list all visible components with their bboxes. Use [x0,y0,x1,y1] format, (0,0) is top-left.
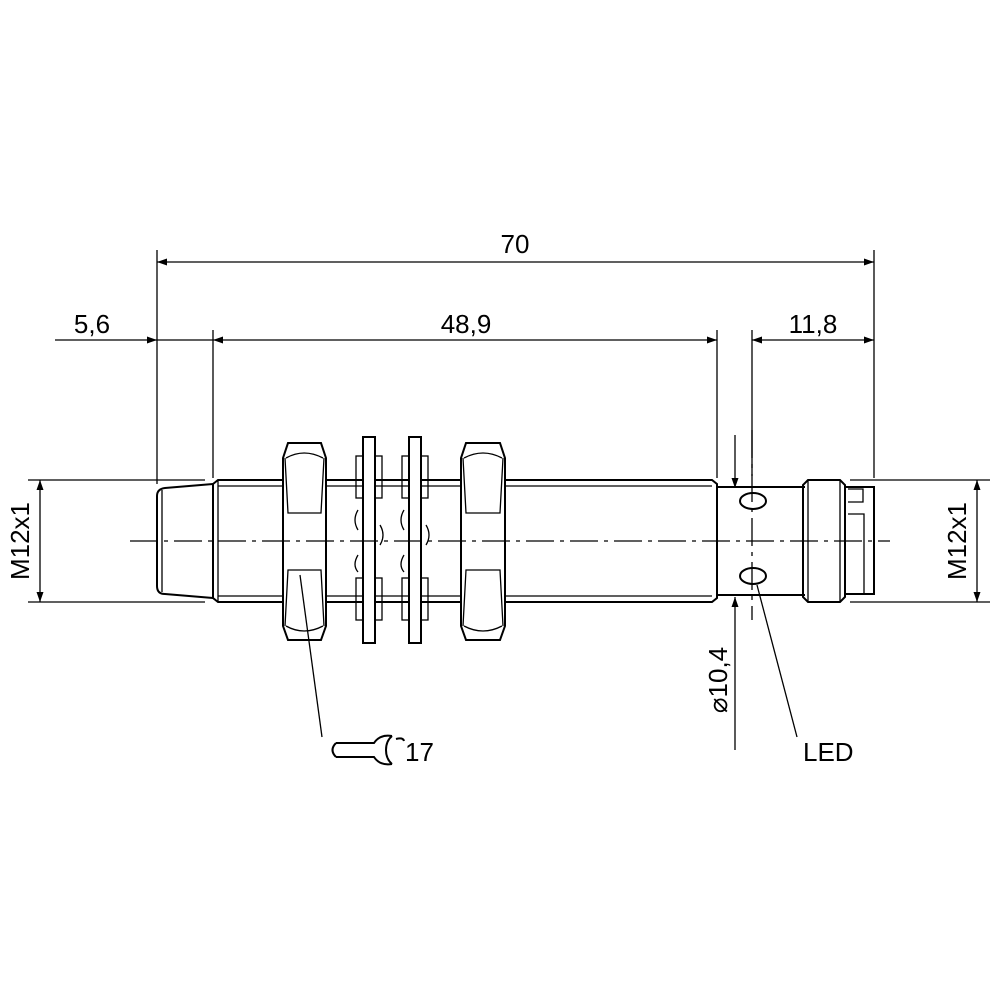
nut-left [282,442,327,641]
dimension-11-8-label: 11,8 [789,309,838,339]
led-leader [756,584,798,738]
dimension-70-label: 70 [501,229,530,259]
dimension-48-9: 48,9 [213,309,717,344]
dimension-5-6: 5,6 [55,309,213,344]
diameter-label: ⌀10,4 [703,647,733,713]
wrench-leader [299,574,323,738]
dimension-11-8: 11,8 [752,309,874,344]
dimension-thread-right: M12x1 [942,480,981,602]
thread-left-label: M12x1 [5,502,35,580]
dimension-5-6-label: 5,6 [74,309,110,339]
wrench-icon [331,734,405,766]
led-label: LED [803,737,854,767]
wrench-size-label: 17 [405,737,434,767]
dimension-thread-left: M12x1 [5,480,44,602]
lock-washers [354,436,430,644]
dimension-48-9-label: 48,9 [441,309,492,339]
led-window-top [739,492,767,510]
dimension-diameter: ⌀10,4 [703,435,739,750]
extension-lines [28,250,990,603]
led-window-bottom [739,567,767,585]
thread-right-label: M12x1 [942,502,972,580]
dimension-70: 70 [157,229,874,266]
